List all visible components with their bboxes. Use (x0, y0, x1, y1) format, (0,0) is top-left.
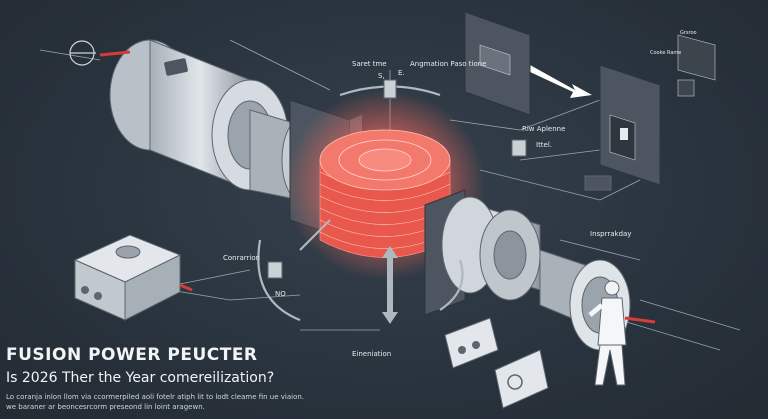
label-eineniation: Eineniation (352, 350, 392, 358)
label-e-marker: E. (398, 69, 405, 77)
label-insprrakday: Insprrakday (590, 230, 632, 238)
caption-line-2: we baraner ar beoncesrcorm preseond lin … (6, 403, 205, 411)
label-top-right-tag: Grsroo (680, 30, 697, 36)
label-saret-time: Saret tme (352, 60, 387, 68)
page-subtitle: Is 2026 Ther the Year comereilization? (6, 370, 275, 386)
label-s-marker: S, (378, 72, 385, 80)
white-arrow (528, 65, 592, 98)
top-control-panel (464, 11, 531, 116)
caption-line-1: Lo coranja inlon llom via ccormerpiled a… (6, 393, 305, 401)
label-no: NO (275, 290, 286, 298)
label-cooke-rame: Cooke Rame (650, 50, 682, 56)
left-junction-box (73, 234, 193, 321)
top-right-monitor (677, 34, 716, 97)
page-title: FUSION POWER PEUCTER (6, 345, 258, 365)
pointer-icon (69, 40, 96, 66)
label-conrarrion: Conrarrion (223, 254, 261, 262)
label-animation-phase: Angmation Paso tione (410, 60, 487, 68)
label-riw-aplenne: Riw Aplenne (522, 125, 566, 133)
engineer-figure (588, 280, 627, 386)
wiring-lines (39, 39, 741, 351)
vertical-arrow (382, 246, 398, 324)
right-control-cabinet (599, 64, 661, 186)
label-ittel: Ittel. (536, 141, 553, 149)
small-connectors (267, 79, 612, 279)
bottom-control-units (444, 317, 549, 409)
